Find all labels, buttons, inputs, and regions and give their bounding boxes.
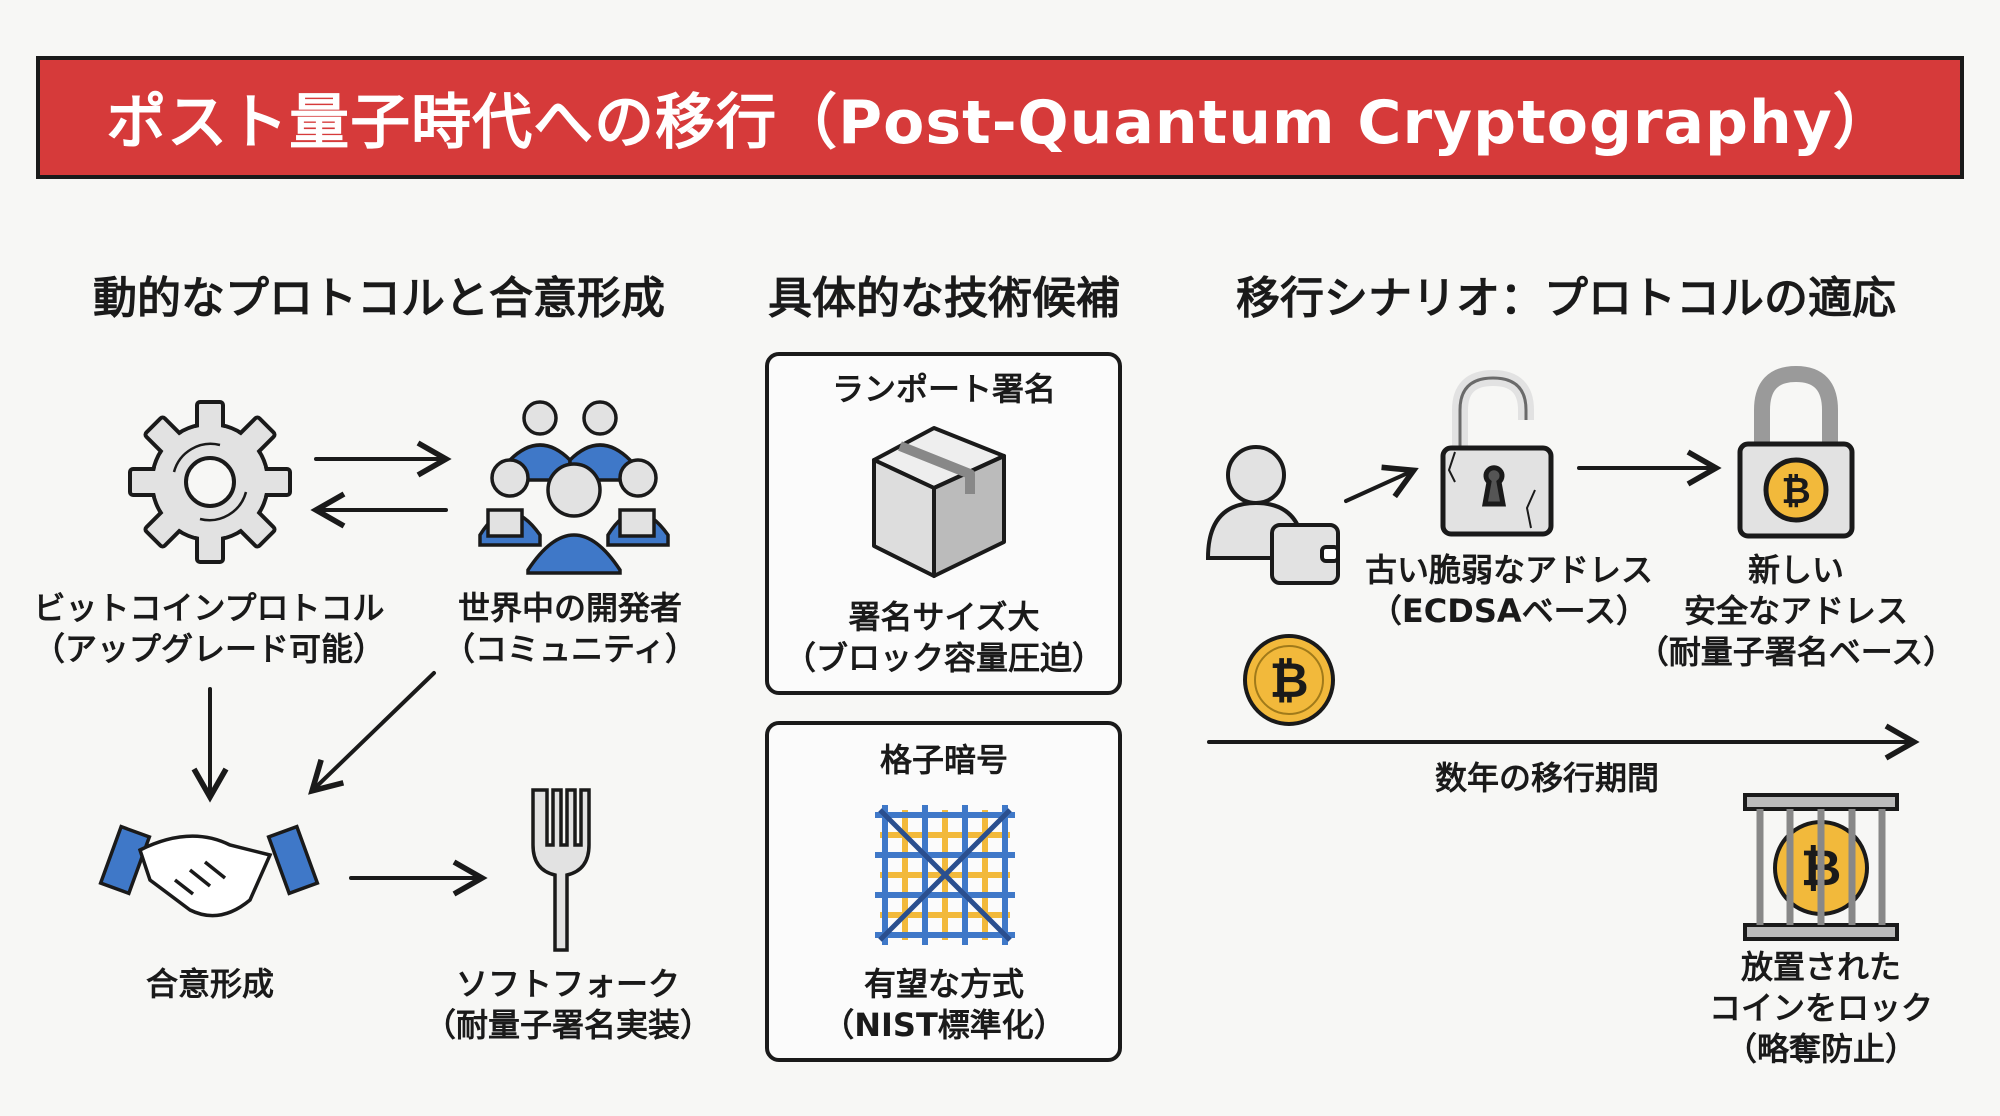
locked-line3: （略奪防止） (1724, 1030, 1918, 1068)
svg-text:₿: ₿ (1781, 471, 1810, 512)
page-title: ポスト量子時代への移行（Post-Quantum Cryptography） (106, 88, 1894, 158)
locked-line1: 放置された (1740, 948, 1902, 986)
gear-icon (128, 400, 292, 564)
handshake-icon (98, 824, 320, 918)
softfork-label-line1: ソフトフォーク (455, 965, 681, 1003)
developers-label-line1: 世界中の開発者 (457, 589, 682, 627)
lattice-grid-icon (875, 805, 1015, 945)
new-address-line1: 新しい (1747, 551, 1844, 589)
new-address-label: 新しい安全なアドレス（耐量子署名ベース） (1637, 550, 1955, 673)
lamport-desc-line2: （ブロック容量圧迫） (783, 639, 1105, 677)
new-address-line2: 安全なアドレス (1683, 592, 1908, 630)
locked-line2: コインをロック (1708, 989, 1934, 1027)
caged-bitcoin-icon: ₿ (1743, 793, 1899, 941)
lamport-title: ランポート署名 (831, 370, 1057, 408)
lattice-desc-line2: （NIST標準化） (822, 1006, 1066, 1044)
heading-migration-scenario: 移行シナリオ：プロトコルの適応 (1236, 273, 1896, 324)
protocol-label-line1: ビットコインプロトコル (33, 589, 385, 627)
locked-coins-label: 放置されたコインをロック（略奪防止） (1709, 947, 1933, 1070)
arrow-developers-to-consensus (308, 671, 436, 795)
developers-icon (478, 400, 670, 575)
old-address-label: 古い脆弱なアドレス（ECDSAベース） (1365, 550, 1653, 632)
protocol-label-line2: （アップグレード可能） (32, 630, 386, 668)
lattice-card (765, 721, 1122, 1062)
arrow-user-to-old-lock (1344, 464, 1419, 503)
developers-label-line2: （コミュニティ） (442, 630, 698, 668)
lattice-desc-line1: 有望な方式 (863, 965, 1025, 1003)
lattice-desc: 有望な方式（NIST標準化） (822, 964, 1066, 1046)
heading-protocol-consensus: 動的なプロトコルと合意形成 (93, 273, 665, 324)
softfork-label-line2: （耐量子署名実装） (423, 1006, 713, 1044)
heading-tech-candidates: 具体的な技術候補 (768, 273, 1120, 324)
lattice-title: 格子暗号 (879, 741, 1009, 779)
title-banner: ポスト量子時代への移行（Post-Quantum Cryptography） (36, 56, 1964, 179)
timeline-label: 数年の移行期間 (1434, 759, 1660, 797)
lamport-desc-line1: 署名サイズ大 (848, 598, 1040, 636)
consensus-label: 合意形成 (145, 965, 275, 1003)
fork-icon (531, 788, 591, 952)
new-address-line3: （耐量子署名ベース） (1636, 633, 1956, 671)
lamport-desc: 署名サイズ大（ブロック容量圧迫） (784, 597, 1104, 679)
old-address-line2: （ECDSAベース） (1369, 592, 1649, 630)
protocol-label: ビットコインプロトコル（アップグレード可能） (33, 588, 385, 670)
package-box-icon (872, 426, 1006, 578)
softfork-label: ソフトフォーク（耐量子署名実装） (424, 964, 712, 1046)
developers-label: 世界中の開発者（コミュニティ） (443, 588, 697, 670)
bitcoin-padlock-icon: ₿ (1737, 365, 1855, 539)
old-address-line1: 古い脆弱なアドレス (1364, 551, 1654, 589)
user-wallet-icon (1205, 445, 1340, 585)
broken-padlock-icon (1440, 369, 1554, 537)
svg-text:₿: ₿ (1269, 653, 1308, 709)
bitcoin-coin-icon: ₿ (1243, 634, 1335, 726)
